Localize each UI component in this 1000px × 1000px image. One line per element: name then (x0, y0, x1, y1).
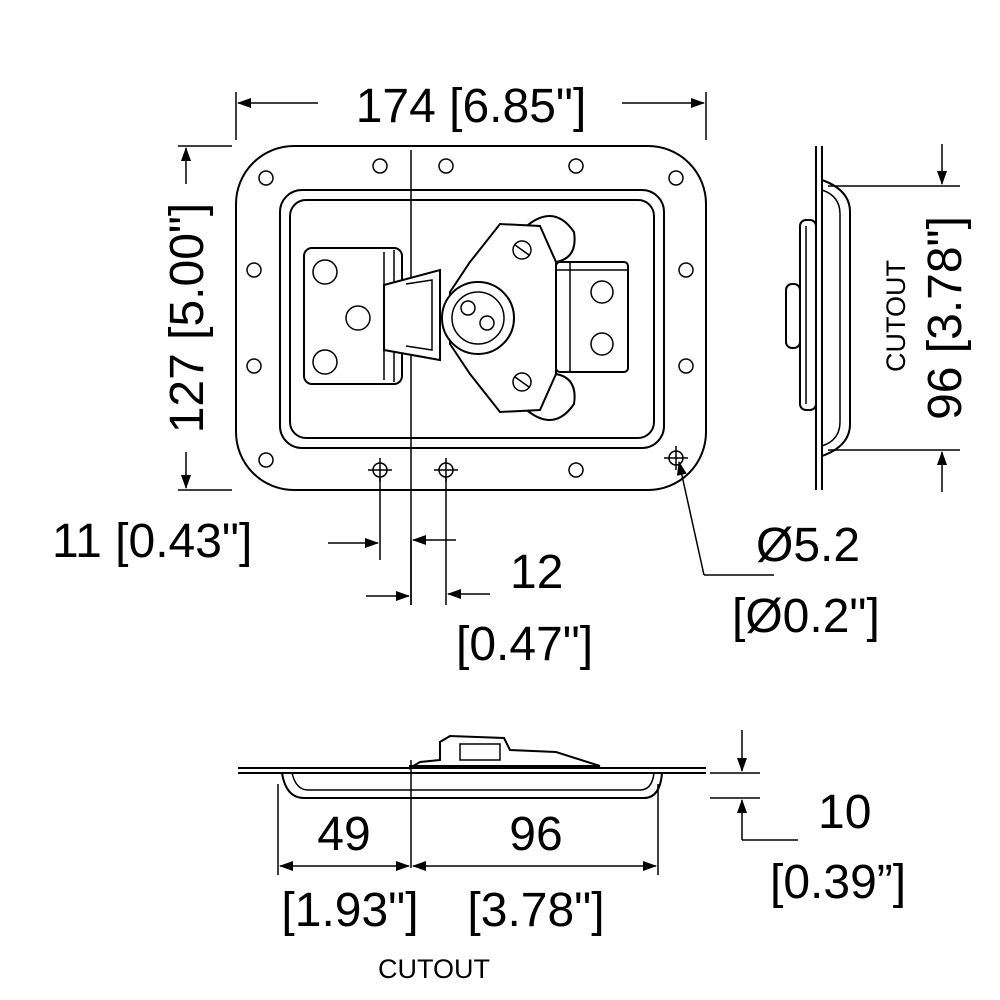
cutout-bottom-label: CUTOUT (378, 954, 490, 984)
dim-overall-width: 174 [6.85"] (235, 80, 707, 140)
cutout-height-value: 96 [3.78"] (919, 216, 972, 420)
bottom-pan (281, 772, 663, 799)
depth-inch: [0.39”] (770, 856, 906, 909)
rivet-bottom-icon (512, 372, 532, 392)
hole-crosshairs (368, 446, 688, 482)
cutout-left-inch: [1.93"] (281, 884, 418, 937)
bottom-latch-profile (409, 734, 601, 770)
offset-right-inch: [0.47"] (456, 618, 593, 671)
outer-flange (235, 145, 707, 491)
overall-width-label: 174 [6.85"] (356, 80, 587, 133)
recessed-pan-inner (289, 199, 655, 439)
dim-hole-diameter: Ø5.2 [Ø0.2"] (676, 461, 880, 643)
offset-left-label: 11 [0.43"] (52, 515, 252, 568)
rivet-top-icon (512, 240, 532, 260)
side-handle (799, 219, 817, 411)
offset-right-value: 12 (510, 546, 563, 599)
side-view: 96 [3.78"] CUTOUT (785, 144, 972, 492)
hinge-plate (555, 261, 629, 373)
cutout-right-value: 96 (509, 808, 562, 861)
recessed-pan-outer (279, 189, 665, 449)
side-pan (821, 179, 851, 457)
lock-cylinder-icon (441, 281, 515, 355)
overall-height-label: 127 [5.00"] (161, 203, 214, 434)
dim-overall-height: 127 [5.00"] (161, 145, 232, 491)
depth-value: 10 (818, 786, 871, 839)
cutout-height-label: CUTOUT (881, 260, 911, 372)
cutout-left-value: 49 (317, 808, 370, 861)
cutout-right-inch: [3.78"] (467, 884, 604, 937)
dim-offsets: 11 [0.43"] 12 [0.47"] (52, 478, 593, 671)
latch-hook (383, 268, 441, 362)
bottom-view: 10 [0.39”] 49 [1.93"] 96 [3.78"] CUTOUT (238, 730, 906, 984)
front-view (235, 145, 707, 605)
hole-diameter-mm: Ø5.2 (756, 519, 860, 572)
hole-diameter-in: [Ø0.2"] (732, 590, 880, 643)
